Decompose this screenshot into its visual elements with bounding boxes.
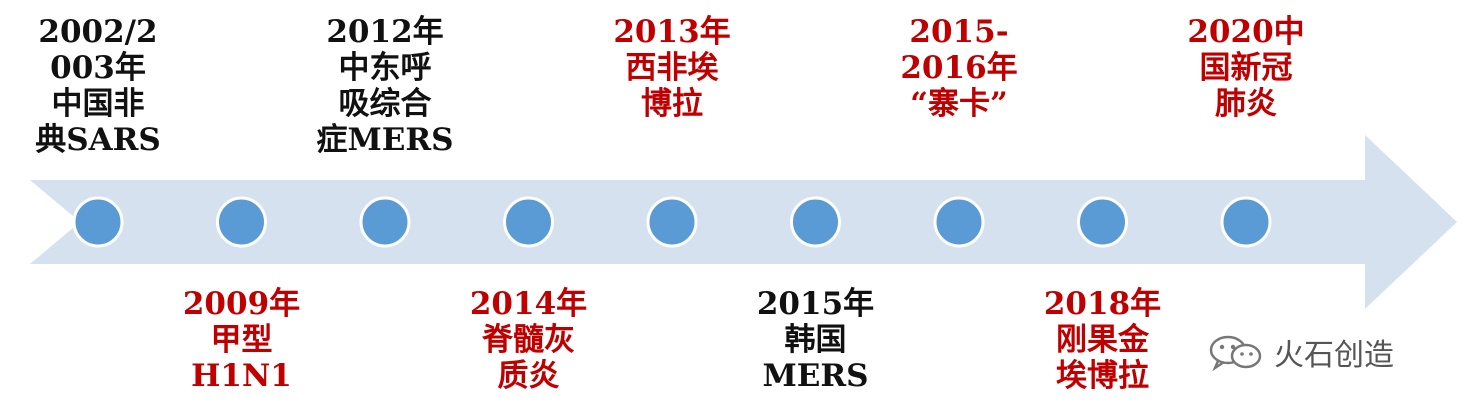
timeline-dot [216,196,267,248]
event-label: 2015-2016年“寨卡” [879,14,1039,122]
timeline-dot [503,196,554,248]
timeline-dot [646,196,698,248]
event-label-line: 博拉 [641,86,703,122]
event-label-line: 典SARS [35,122,161,158]
event-label-line: 中东呼 [338,50,432,86]
event-label-line: 2009年 [182,286,301,322]
event-label-line: 中国非 [51,86,145,122]
event-label-line: 西非埃 [625,50,719,86]
event-label-line: 2012年 [326,14,444,50]
event-label-line: MERS [762,358,869,394]
watermark-text: 火石创造 [1274,338,1394,373]
event-label: 2018年刚果金埃博拉 [1023,286,1183,394]
watermark: 火石创造 [1206,330,1394,374]
event-label-line: H1N1 [191,358,292,394]
event-label-line: 甲型 [210,322,273,358]
event-label-line: 埃博拉 [1056,358,1149,394]
timeline-dot [1220,196,1272,248]
timeline-dot [72,196,124,248]
event-label-line: 2016年 [900,50,1018,86]
event-label-line: “寨卡” [910,86,1008,122]
event-label-line: 刚果金 [1056,322,1149,358]
event-label-line: 2015- [909,14,1009,50]
event-label-line: 韩国 [784,322,847,358]
event-label-line: 脊髓灰 [482,322,575,358]
timeline-arrow [30,135,1457,309]
event-label-line: 2014年 [469,286,588,322]
event-label-line: 国新冠 [1199,50,1293,86]
event-label-line: 质炎 [497,358,560,394]
event-label-line: 症MERS [316,122,454,158]
event-label-line: 2020中 [1187,14,1305,50]
timeline-dots [72,196,1272,248]
timeline-dot [359,196,411,248]
wechat-icon [1209,335,1262,372]
event-label-line: 肺炎 [1215,86,1277,122]
event-label-line: 2002/2 [38,14,158,50]
event-label-line: 吸综合 [338,86,432,122]
event-label: 2020中国新冠肺炎 [1166,14,1326,122]
event-label-line: 003年 [50,50,146,86]
timeline-dot [790,196,841,248]
event-label: 2013年西非埃博拉 [592,14,752,122]
event-label-line: 2018年 [1043,286,1162,322]
event-label-line: 2013年 [613,14,731,50]
timeline-dot [1077,196,1128,248]
event-label: 2012年中东呼吸综合症MERS [305,14,465,158]
timeline-dot [933,196,985,248]
event-label: 2014年脊髓灰质炎 [449,286,609,394]
event-label-line: 2015年 [756,286,875,322]
